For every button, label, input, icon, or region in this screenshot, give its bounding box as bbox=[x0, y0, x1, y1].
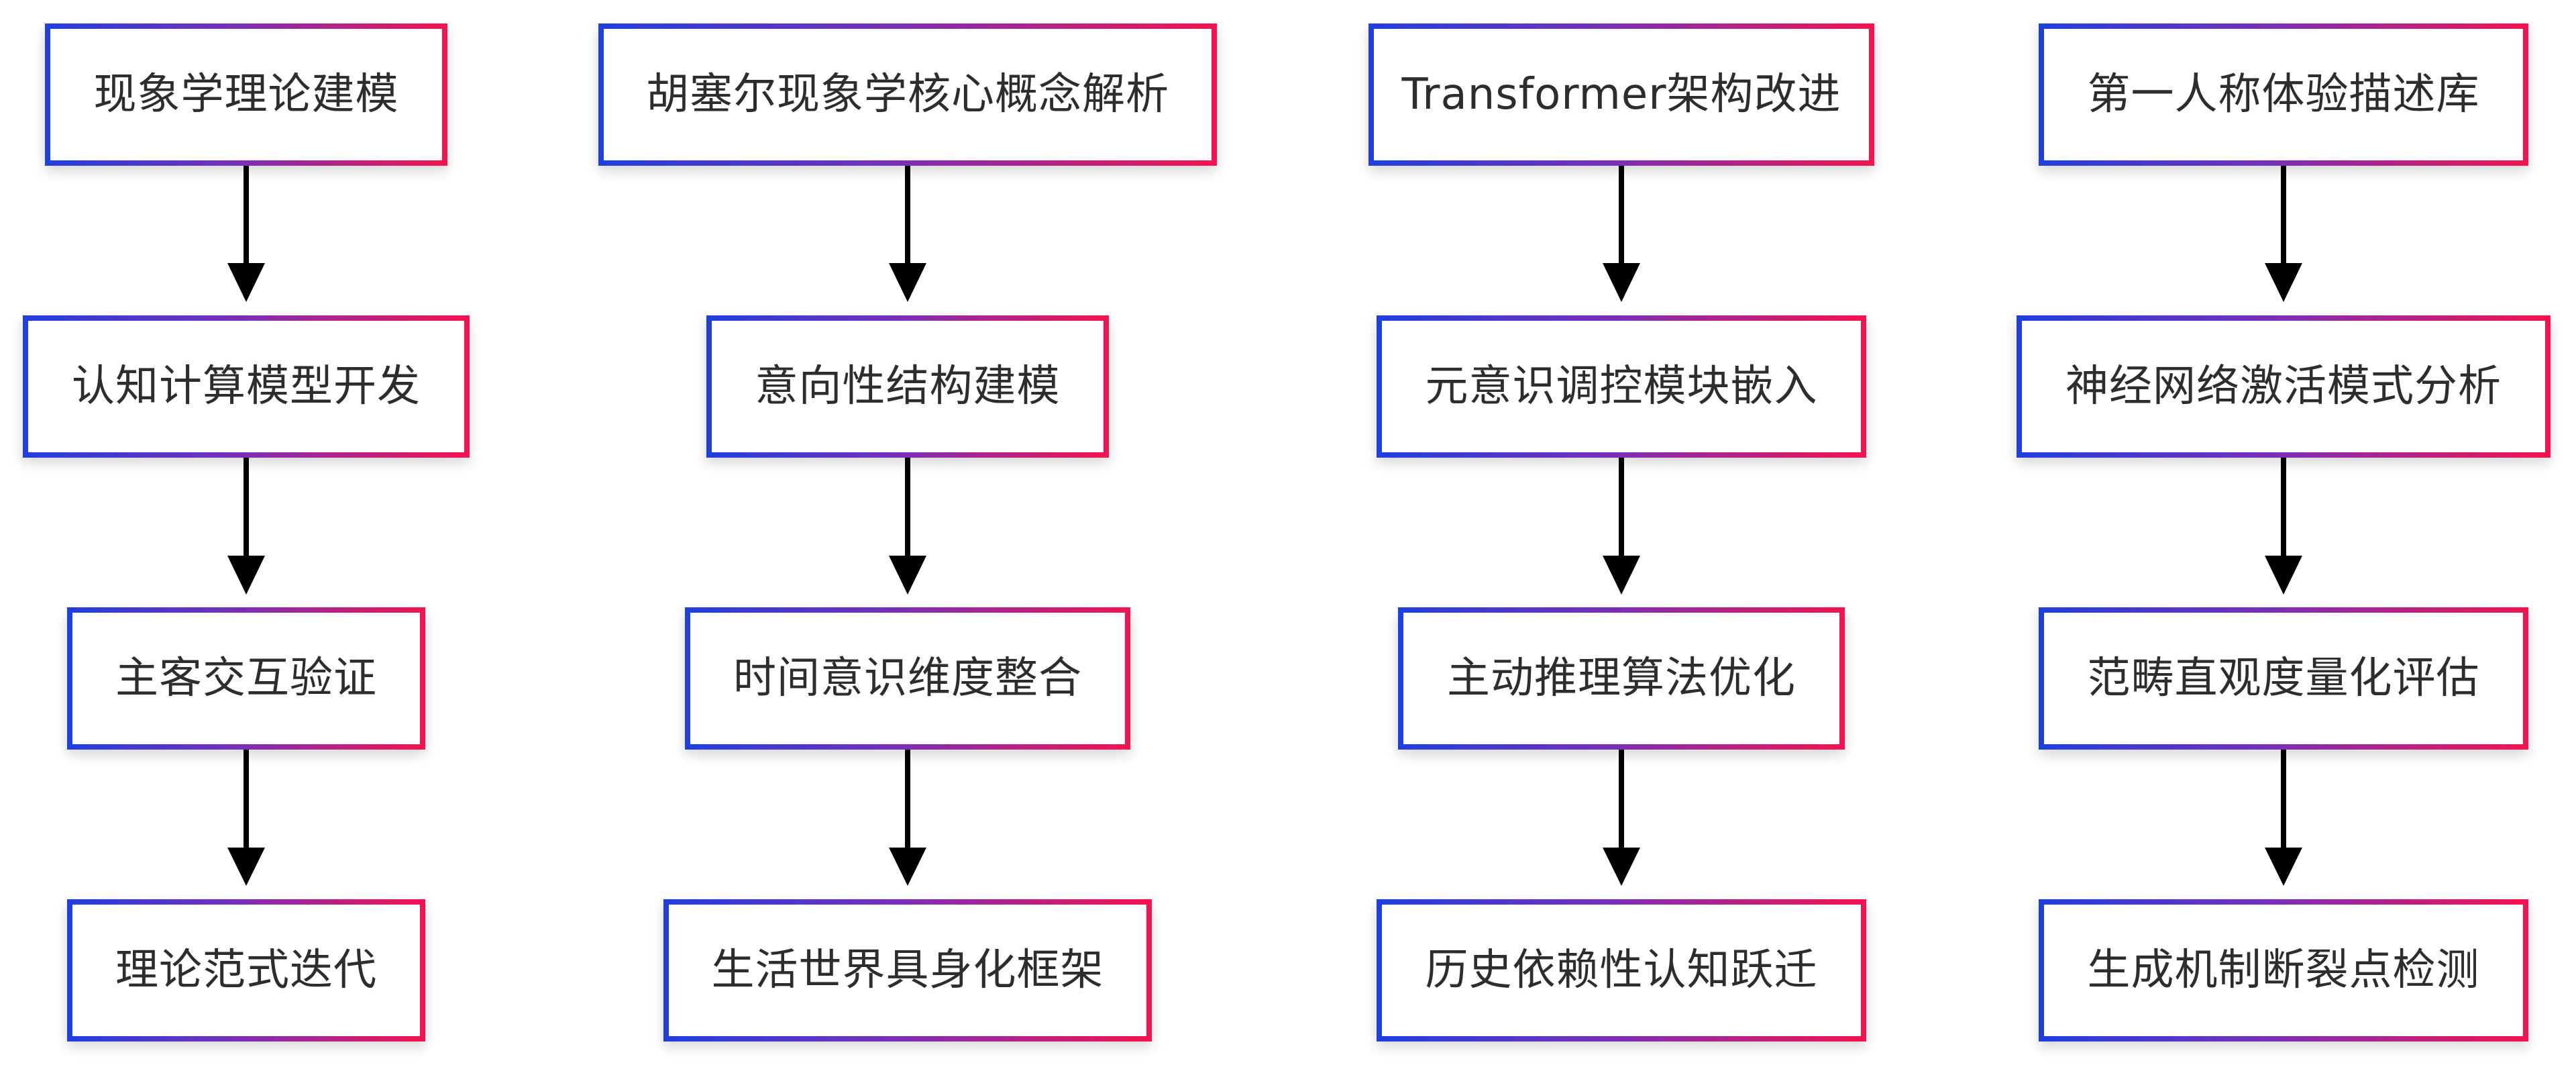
arrowhead-col1-2 bbox=[227, 556, 265, 595]
arrowhead-col4-2 bbox=[2265, 556, 2302, 595]
col2-node-1-label: 胡塞尔现象学核心概念解析 bbox=[646, 70, 1169, 119]
col4-node-3: 范畴直观度量化评估 bbox=[2039, 607, 2528, 750]
col3-node-1-label: Transformer架构改进 bbox=[1401, 70, 1841, 119]
arrowhead-col2-2 bbox=[889, 556, 926, 595]
col2-arrows bbox=[889, 166, 926, 886]
col1-node-2: 认知计算模型开发 bbox=[23, 315, 470, 458]
arrowhead-col1-3 bbox=[227, 848, 265, 886]
col1-node-4: 理论范式迭代 bbox=[67, 899, 425, 1041]
col1-node-3-label: 主客交互验证 bbox=[115, 654, 377, 703]
col1-node-2-label: 认知计算模型开发 bbox=[72, 362, 421, 411]
col2-node-2: 意向性结构建模 bbox=[706, 315, 1109, 458]
col3-node-2-label: 元意识调控模块嵌入 bbox=[1425, 362, 1818, 411]
col2-node-3-label: 时间意识维度整合 bbox=[733, 654, 1082, 703]
col3-arrows bbox=[1603, 166, 1640, 886]
col1-node-4-label: 理论范式迭代 bbox=[115, 946, 377, 995]
col4-node-1: 第一人称体验描述库 bbox=[2039, 23, 2528, 166]
col3-node-4-label: 历史依赖性认知跃迁 bbox=[1425, 946, 1818, 995]
arrowhead-col3-3 bbox=[1603, 848, 1640, 886]
col2-node-4: 生活世界具身化框架 bbox=[663, 899, 1152, 1041]
arrowhead-col2-3 bbox=[889, 848, 926, 886]
col3-node-3-label: 主动推理算法优化 bbox=[1447, 654, 1796, 703]
col2-node-2-label: 意向性结构建模 bbox=[755, 362, 1061, 411]
arrowhead-col3-2 bbox=[1603, 556, 1640, 595]
col4-node-1-label: 第一人称体验描述库 bbox=[2087, 70, 2480, 119]
col4-node-2: 神经网络激活模式分析 bbox=[2017, 315, 2551, 458]
col4-node-4: 生成机制断裂点检测 bbox=[2039, 899, 2528, 1041]
col1-node-1: 现象学理论建模 bbox=[45, 23, 447, 166]
arrowhead-col2-1 bbox=[889, 263, 926, 302]
col2-node-3: 时间意识维度整合 bbox=[685, 607, 1130, 750]
arrowhead-col1-1 bbox=[227, 263, 265, 302]
col4-arrows bbox=[2265, 166, 2302, 886]
arrowhead-col3-1 bbox=[1603, 263, 1640, 302]
col4-node-3-label: 范畴直观度量化评估 bbox=[2087, 654, 2480, 703]
col3-node-1: Transformer架构改进 bbox=[1368, 23, 1874, 166]
col3-node-4: 历史依赖性认知跃迁 bbox=[1377, 899, 1866, 1041]
col1-node-1-label: 现象学理论建模 bbox=[93, 70, 399, 119]
col2-node-1: 胡塞尔现象学核心概念解析 bbox=[598, 23, 1217, 166]
arrowhead-col4-1 bbox=[2265, 263, 2302, 302]
col4-node-4-label: 生成机制断裂点检测 bbox=[2087, 946, 2480, 995]
arrowhead-col4-3 bbox=[2265, 848, 2302, 886]
col4-node-2-label: 神经网络激活模式分析 bbox=[2065, 362, 2502, 411]
col1-arrows bbox=[227, 166, 265, 886]
col3-node-2: 元意识调控模块嵌入 bbox=[1377, 315, 1866, 458]
col3-node-3: 主动推理算法优化 bbox=[1398, 607, 1845, 750]
col1-node-3: 主客交互验证 bbox=[67, 607, 425, 750]
col2-node-4-label: 生活世界具身化框架 bbox=[711, 946, 1104, 995]
